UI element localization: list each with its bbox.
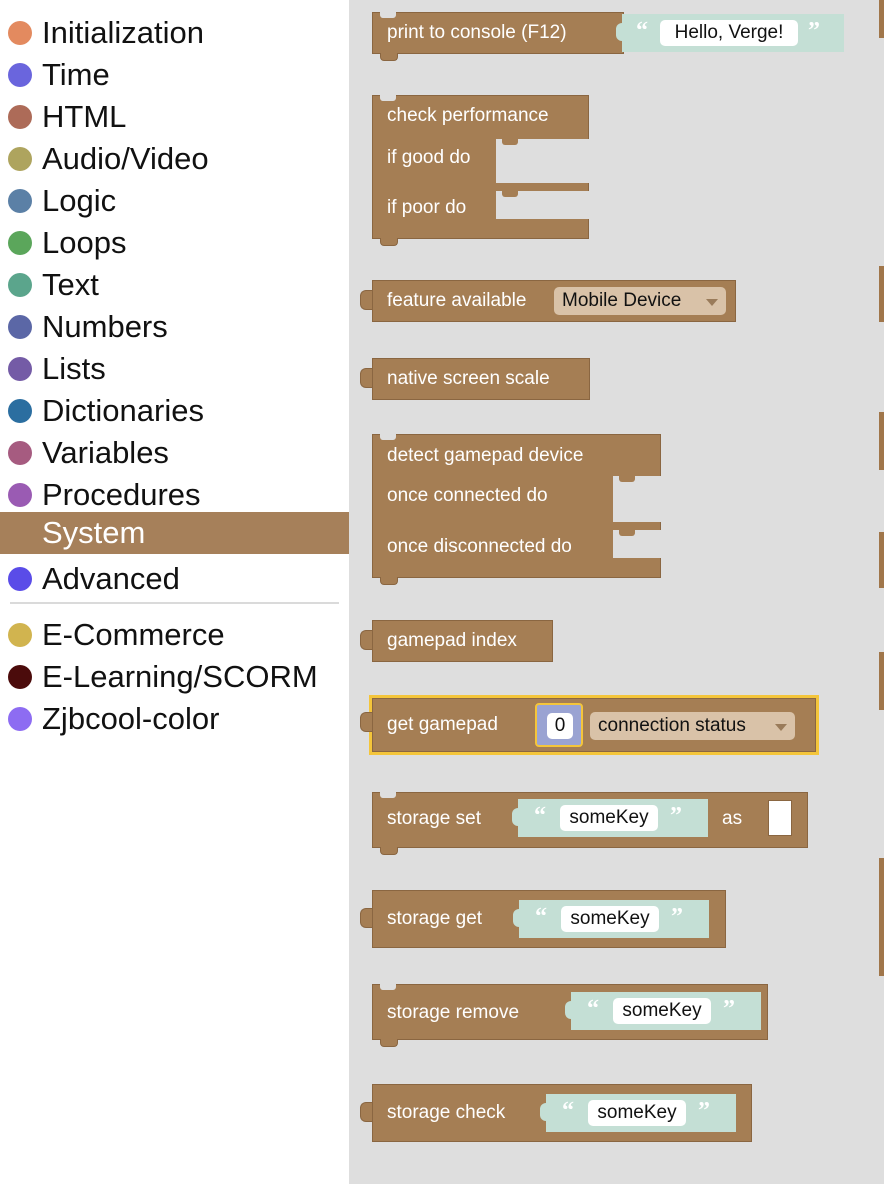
category-initialization[interactable]: Initialization [0, 12, 349, 54]
category-dictionaries[interactable]: Dictionaries [0, 390, 349, 432]
category-color-dot [8, 63, 32, 87]
category-separator [10, 602, 339, 604]
block-label: storage get [387, 908, 483, 929]
category-time[interactable]: Time [0, 54, 349, 96]
dropdown-value: connection status [598, 715, 746, 736]
category-text[interactable]: Text [0, 264, 349, 306]
category-label: Variables [42, 435, 169, 470]
category-audio-video[interactable]: Audio/Video [0, 138, 349, 180]
category-label: Initialization [42, 15, 204, 50]
category-toolbox: Initialization Time HTML Audio/Video Log… [0, 0, 349, 1184]
block-label: storage remove [387, 1002, 520, 1023]
workspace-edge [879, 412, 884, 470]
disconnected-branch-label: once disconnected do [387, 536, 572, 557]
category-e-commerce[interactable]: E-Commerce [0, 614, 349, 656]
chevron-down-icon [706, 299, 718, 306]
good-branch-label: if good do [387, 147, 471, 168]
value-input-slot[interactable] [768, 800, 792, 836]
as-label: as [722, 808, 743, 829]
category-lists[interactable]: Lists [0, 348, 349, 390]
connected-branch-label: once connected do [387, 485, 548, 506]
category-color-dot [8, 189, 32, 213]
number-field[interactable]: 0 [547, 713, 573, 739]
workspace-edge [879, 532, 884, 588]
block-flyout[interactable]: print to console (F12) “ Hello, Verge! ”… [349, 0, 884, 1184]
category-label: E-Learning/SCORM [42, 659, 318, 694]
category-label: System [42, 515, 146, 550]
category-color-dot [8, 483, 32, 507]
category-color-dot [8, 665, 32, 689]
text-field[interactable]: Hello, Verge! [660, 20, 798, 46]
category-label: Audio/Video [42, 141, 209, 176]
text-input-block[interactable]: “ someKey ” [512, 799, 708, 837]
category-label: Lists [42, 351, 106, 386]
workspace-edge [879, 266, 884, 322]
category-zjbcool-color[interactable]: Zjbcool-color [0, 698, 349, 740]
category-label: Text [42, 267, 99, 302]
category-system[interactable]: System [0, 512, 349, 554]
text-field[interactable]: someKey [588, 1100, 686, 1126]
category-loops[interactable]: Loops [0, 222, 349, 264]
category-color-dot [8, 105, 32, 129]
block-label: native screen scale [387, 368, 550, 389]
category-color-dot [8, 357, 32, 381]
category-advanced[interactable]: Advanced [0, 558, 349, 600]
category-label: HTML [42, 99, 127, 134]
workspace-edge [879, 858, 884, 976]
feature-dropdown[interactable]: Mobile Device [554, 287, 726, 315]
text-field[interactable]: someKey [560, 805, 658, 831]
statement-input-connected[interactable] [613, 476, 662, 522]
text-field[interactable]: someKey [561, 906, 659, 932]
block-label: storage set [387, 808, 481, 829]
category-label: Zjbcool-color [42, 701, 220, 736]
statement-input-disconnected[interactable] [613, 530, 662, 558]
category-label: E-Commerce [42, 617, 225, 652]
block-label: print to console (F12) [387, 22, 567, 43]
poor-branch-label: if poor do [387, 197, 467, 218]
statement-input-poor[interactable] [496, 191, 590, 219]
text-field[interactable]: someKey [613, 998, 711, 1024]
category-html[interactable]: HTML [0, 96, 349, 138]
category-variables[interactable]: Variables [0, 432, 349, 474]
number-input-block[interactable]: 0 [535, 703, 583, 747]
category-numbers[interactable]: Numbers [0, 306, 349, 348]
statement-input-good[interactable] [496, 139, 590, 183]
block-label: detect gamepad device [387, 445, 584, 466]
chevron-down-icon [775, 724, 787, 731]
category-color-dot [8, 273, 32, 297]
text-input-block[interactable]: “ someKey ” [565, 992, 761, 1030]
category-label: Numbers [42, 309, 168, 344]
block-label: feature available [387, 290, 527, 311]
category-color-dot [8, 623, 32, 647]
text-input-block[interactable]: “ Hello, Verge! ” [616, 14, 844, 52]
text-input-block[interactable]: “ someKey ” [513, 900, 709, 938]
category-color-dot [8, 399, 32, 423]
category-label: Procedures [42, 477, 201, 512]
category-color-dot [8, 707, 32, 731]
dropdown-value: Mobile Device [562, 290, 682, 311]
category-color-dot [8, 147, 32, 171]
block-label: check performance [387, 105, 549, 126]
category-e-learning-scorm[interactable]: E-Learning/SCORM [0, 656, 349, 698]
category-color-dot [8, 21, 32, 45]
workspace-edge [879, 652, 884, 710]
category-logic[interactable]: Logic [0, 180, 349, 222]
block-label: get gamepad [387, 714, 498, 735]
workspace-edge [879, 0, 884, 38]
category-label: Logic [42, 183, 117, 218]
category-color-dot [8, 441, 32, 465]
category-label: Loops [42, 225, 127, 260]
category-procedures[interactable]: Procedures [0, 474, 349, 516]
category-label: Advanced [42, 561, 180, 596]
block-label: storage check [387, 1102, 506, 1123]
category-label: Time [42, 57, 110, 92]
text-input-block[interactable]: “ someKey ” [540, 1094, 736, 1132]
category-label: Dictionaries [42, 393, 204, 428]
category-color-dot [8, 567, 32, 591]
category-color-dot [8, 231, 32, 255]
block-label: gamepad index [387, 630, 517, 651]
category-color-dot [8, 315, 32, 339]
gamepad-property-dropdown[interactable]: connection status [590, 712, 795, 740]
